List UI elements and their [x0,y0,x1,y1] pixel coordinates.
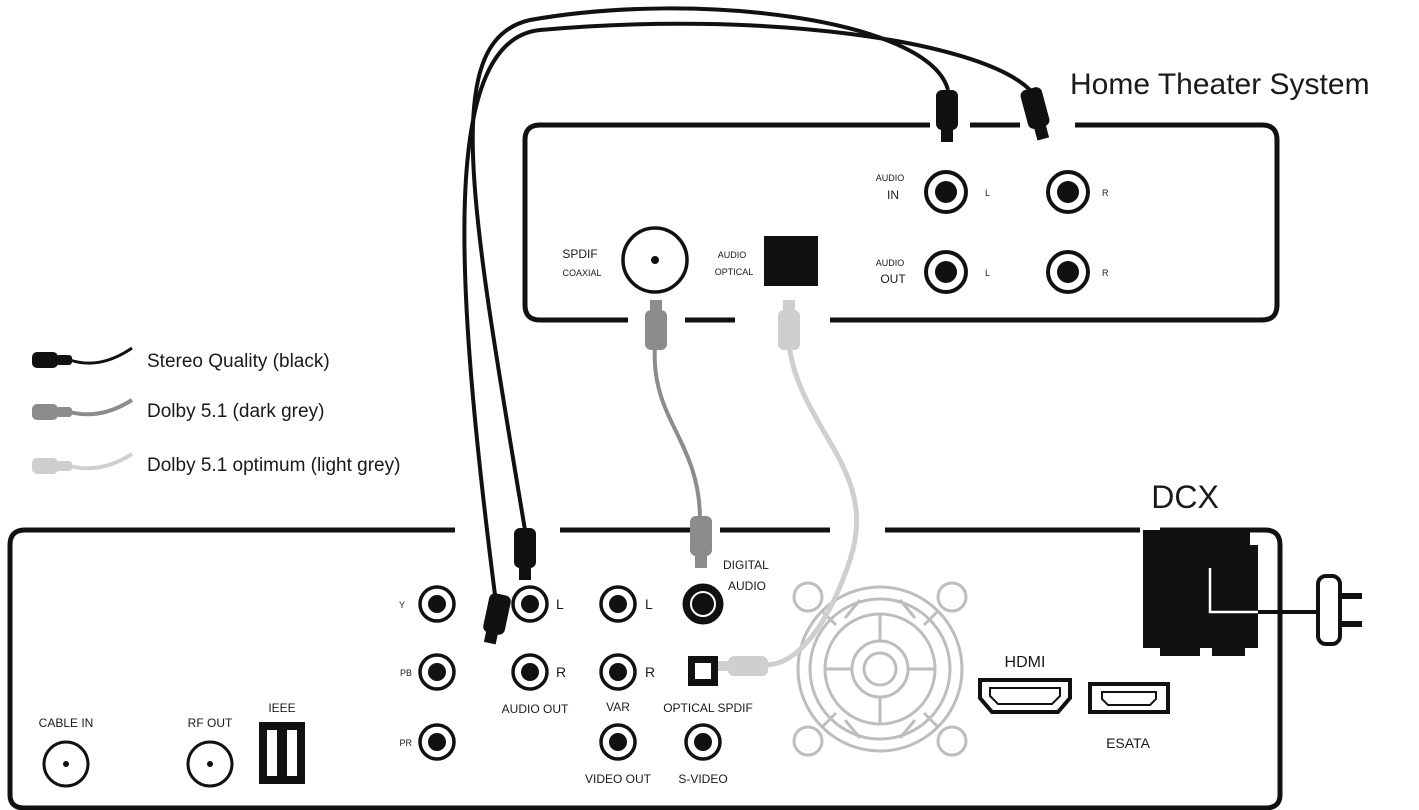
home-theater-box [522,122,1280,323]
spdif-coaxial-label: COAXIAL [562,268,601,278]
rf-out-pin [207,761,213,767]
digital-audio-label-bottom: AUDIO [728,579,766,593]
component-y-label: Y [399,600,405,610]
component-pr-label: PR [399,738,412,748]
optical-spdif-port[interactable] [688,656,718,686]
legend-item-light-grey: Dolby 5.1 optimum (light grey) [32,452,400,476]
var-l-jack[interactable] [599,585,637,623]
optical-cable [718,300,860,676]
esata-port[interactable] [1088,682,1170,714]
audio-optical-label-top: AUDIO [718,250,747,260]
dcx-audio-out-label: AUDIO OUT [502,702,569,716]
home-audio-in-r-label: R [1102,188,1109,198]
digital-audio-jack-ring [690,591,716,617]
home-theater-title: Home Theater System [1070,68,1370,101]
hdmi-port[interactable] [978,678,1072,714]
rf-out-label: RF OUT [188,716,233,730]
ieee-label: IEEE [268,701,295,715]
home-audio-out-r-jack[interactable] [1046,250,1090,294]
digital-audio-jack[interactable] [682,583,724,625]
s-video-jack[interactable] [684,723,722,761]
cable-in-label: CABLE IN [39,716,94,730]
power-plug[interactable] [1143,530,1362,656]
home-audio-in-l-label: L [985,188,990,198]
legend-label-black: Stereo Quality (black) [147,351,330,372]
component-y-jack[interactable] [418,585,456,623]
s-video-label: S-VIDEO [678,772,727,786]
legend-item-black: Stereo Quality (black) [32,346,330,372]
legend-label-light-grey: Dolby 5.1 optimum (light grey) [147,455,400,476]
var-r-label: R [645,664,655,680]
dcx-audio-out-l-jack[interactable] [511,585,549,623]
audio-in-label-bottom: IN [887,188,899,202]
spdif-coaxial-pin [651,256,659,264]
audio-out-label-bottom: OUT [880,272,906,286]
component-pr-jack[interactable] [418,723,456,761]
var-r-jack[interactable] [599,653,637,691]
spdif-label: SPDIF [562,247,597,261]
home-audio-out-l-label: L [985,268,990,278]
var-l-label: L [645,596,653,612]
dcx-title: DCX [1151,479,1219,515]
audio-optical-label-bottom: OPTICAL [715,267,754,277]
digital-audio-label-top: DIGITAL [723,558,769,572]
esata-label: ESATA [1106,735,1150,751]
home-audio-in-r-jack[interactable] [1046,170,1090,214]
fan-icon [792,581,968,757]
home-audio-out-r-label: R [1102,268,1109,278]
legend-item-dark-grey: Dolby 5.1 (dark grey) [32,398,324,422]
optical-spdif-label: OPTICAL SPDIF [663,701,753,715]
audio-out-label-top: AUDIO [876,258,905,268]
ieee-port[interactable] [259,722,305,784]
audio-in-label-top: AUDIO [876,173,905,183]
hdmi-label: HDMI [1005,654,1046,671]
dcx-audio-out-l-label: L [556,596,564,612]
dcx-audio-out-r-jack[interactable] [511,653,549,691]
coaxial-cable [645,300,712,568]
component-pb-label: PB [400,668,412,678]
audio-optical-port[interactable] [764,236,818,286]
video-out-label: VIDEO OUT [585,772,652,786]
legend: Stereo Quality (black) Dolby 5.1 (dark g… [32,346,400,476]
home-audio-in-l-jack[interactable] [924,170,968,214]
stereo-cable-right [462,21,1050,645]
component-pb-jack[interactable] [418,653,456,691]
var-label: VAR [606,700,630,714]
legend-label-dark-grey: Dolby 5.1 (dark grey) [147,401,324,422]
dcx-audio-out-r-label: R [556,664,566,680]
video-out-jack[interactable] [599,723,637,761]
dcx-box [7,527,1283,810]
stereo-cable-left [470,6,958,580]
cable-in-pin [63,761,69,767]
home-audio-out-l-jack[interactable] [924,250,968,294]
